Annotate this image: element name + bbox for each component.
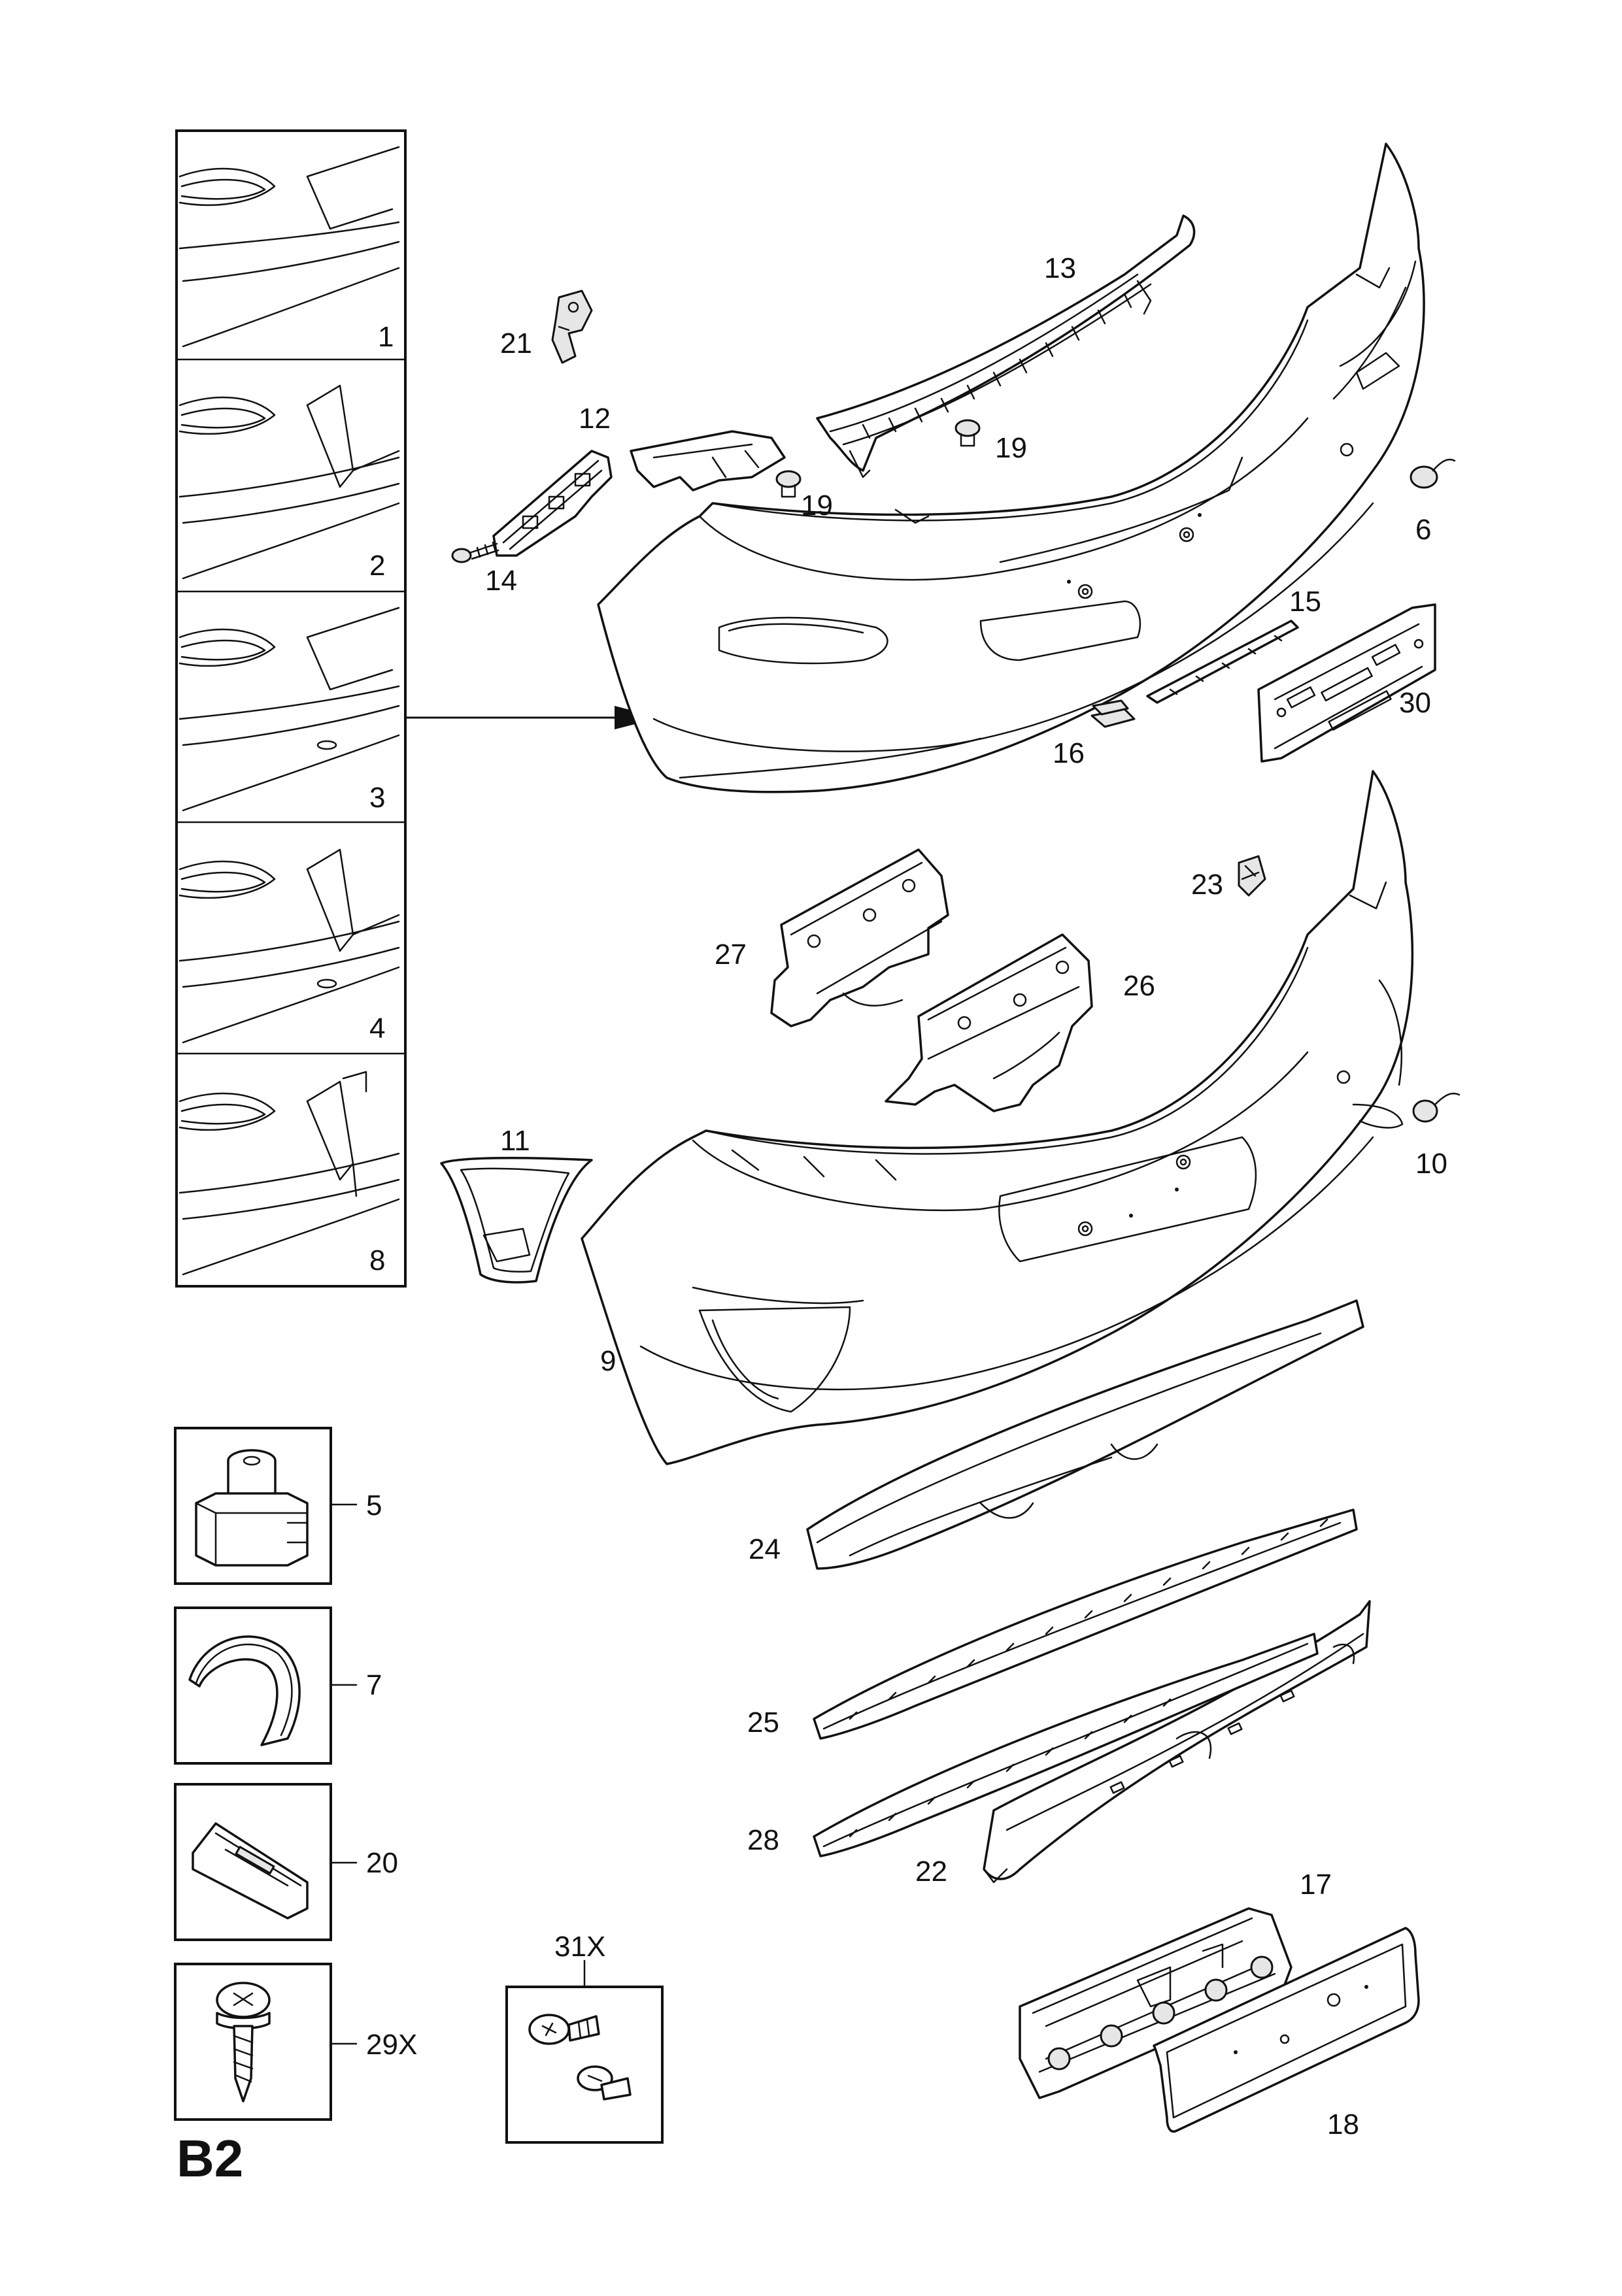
part-24-diffuser [806, 1299, 1364, 1570]
callout-13: 13 [1044, 252, 1076, 284]
part-25-trim [813, 1508, 1358, 1740]
callout-4: 4 [369, 1012, 385, 1044]
variant-panel-frame [175, 129, 407, 1288]
part-29x-box [174, 1963, 358, 2121]
part-11-bezel [440, 1156, 593, 1284]
callout-17: 17 [1300, 1869, 1332, 1901]
callout-5: 5 [366, 1489, 382, 1522]
variant-1-sketch [178, 146, 400, 348]
callout-16: 16 [1053, 737, 1085, 769]
callout-8: 8 [369, 1244, 385, 1276]
variant-4-sketch [178, 848, 400, 1044]
callout-14: 14 [485, 565, 517, 597]
part-6-tow-eye-cap [1410, 458, 1456, 489]
callout-7: 7 [366, 1669, 382, 1701]
part-19-clip-upper [955, 419, 981, 447]
variant-detail-panel: 1 2 3 4 8 [175, 129, 660, 1288]
callout-31x: 31X [554, 1931, 605, 1963]
part-15-strip [1146, 620, 1299, 704]
callout-26: 26 [1123, 970, 1155, 1002]
callout-1: 1 [378, 321, 394, 353]
callout-22: 22 [915, 1855, 947, 1888]
part-17-plate-bracket [1019, 1907, 1293, 2099]
part-13-reinforcement-bar [816, 214, 1196, 478]
callout-2: 2 [369, 550, 385, 582]
variant-2-sketch [178, 384, 400, 580]
part-26-bracket [885, 933, 1093, 1112]
part-12-bracket [492, 430, 786, 557]
part-5-box [174, 1427, 358, 1585]
callout-30: 30 [1399, 687, 1431, 719]
variant-8-sketch [178, 1071, 400, 1276]
callout-19b: 19 [995, 432, 1027, 464]
part-27-bracket [770, 848, 949, 1027]
callout-20: 20 [366, 1847, 398, 1879]
callout-23: 23 [1191, 869, 1223, 901]
callout-15: 15 [1289, 586, 1321, 618]
callout-24: 24 [749, 1533, 781, 1565]
callout-10: 10 [1415, 1148, 1447, 1180]
part-14-screw [451, 541, 499, 563]
part-18-number-plate [1153, 1927, 1420, 2133]
page-title: B2 [177, 2129, 243, 2188]
part-31x-box [505, 1959, 664, 2144]
part-23-sensor-bracket [1238, 855, 1266, 897]
part-10-tow-eye-cap [1412, 1092, 1461, 1123]
callout-21: 21 [500, 327, 532, 359]
callout-11: 11 [500, 1125, 530, 1157]
callout-9: 9 [600, 1345, 616, 1377]
callout-19a: 19 [801, 490, 833, 522]
callout-25: 25 [747, 1706, 779, 1739]
part-30-plate-holder [1257, 603, 1436, 763]
callout-6: 6 [1415, 514, 1431, 546]
callout-18: 18 [1327, 2108, 1359, 2140]
part-7-box [174, 1606, 358, 1765]
part-16-pad [1090, 699, 1136, 728]
lower-bumper-cover [581, 770, 1414, 1465]
variant-3-sketch [178, 607, 400, 812]
part-20-box [174, 1783, 358, 1941]
part-21-bracket [551, 290, 593, 364]
callout-28: 28 [747, 1824, 779, 1856]
part-28-trim [813, 1633, 1319, 1857]
callout-3: 3 [369, 782, 385, 814]
callout-27: 27 [715, 939, 747, 971]
callout-29x: 29X [366, 2029, 417, 2061]
callout-12: 12 [579, 403, 611, 435]
part-19-clip-lower [775, 470, 802, 498]
upper-bumper-cover [597, 142, 1425, 793]
